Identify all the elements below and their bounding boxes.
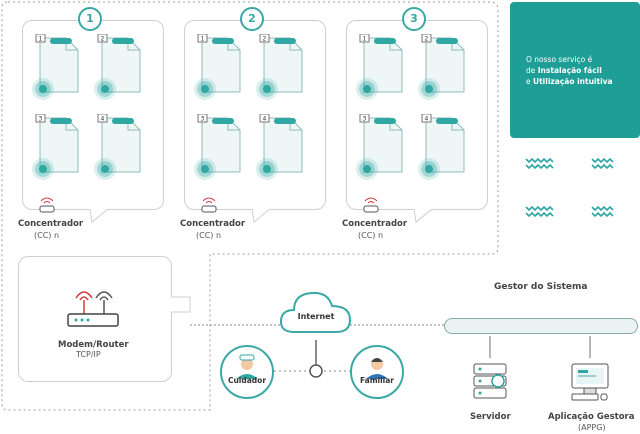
system-manager-title: Gestor do Sistema: [494, 282, 588, 292]
concentrator-label: Concentrador: [180, 219, 246, 229]
document-number: 4: [425, 116, 429, 123]
server-label: Servidor: [470, 412, 511, 422]
family-label: Familiar: [359, 376, 395, 385]
concentrator-label: Concentrador: [342, 219, 408, 229]
sensor-pulse-icon: [94, 158, 116, 180]
document-number: 3: [201, 116, 205, 123]
caregiver-label: Cuidador: [227, 376, 267, 385]
sensor-pulse-icon: [32, 158, 54, 180]
document-number: 3: [363, 116, 367, 123]
server-icon: [473, 363, 507, 399]
document-number: 1: [201, 36, 205, 43]
document-icon: 1: [35, 34, 79, 93]
concentrator-device-icon: [39, 197, 55, 213]
appg-label: Aplicação Gestora: [548, 412, 635, 422]
document-icon: 4: [97, 114, 141, 173]
sensor-pulse-icon: [194, 78, 216, 100]
family-avatar-icon: [366, 358, 388, 379]
document-number: 3: [39, 116, 43, 123]
internet-label: Internet: [297, 312, 335, 321]
document-number: 2: [425, 36, 429, 43]
concentrator-sublabel: (CC) n: [196, 231, 222, 240]
system-bus: [444, 318, 638, 334]
caregiver-node: Cuidador: [220, 345, 274, 399]
sensor-pulse-icon: [356, 78, 378, 100]
sensor-pulse-icon: [418, 158, 440, 180]
cloud-icon: [279, 291, 352, 333]
document-icon: 4: [421, 114, 465, 173]
concentrator-device-icon: [363, 197, 379, 213]
modem-router-icon: [67, 291, 119, 327]
sensor-pulse-icon: [194, 158, 216, 180]
document-icon: 3: [35, 114, 79, 173]
info-line-2: de Instalação fácil: [526, 66, 602, 75]
concentrator-device-icon: [201, 197, 217, 213]
group-number-badge: 1: [78, 7, 102, 31]
document-icon: 2: [97, 34, 141, 93]
sensor-pulse-icon: [32, 78, 54, 100]
decorative-zigzags: [525, 157, 614, 218]
sensor-pulse-icon: [94, 78, 116, 100]
document-number: 2: [263, 36, 267, 43]
document-icon: 2: [259, 34, 303, 93]
sensor-pulse-icon: [418, 78, 440, 100]
document-number: 2: [101, 36, 105, 43]
document-number: 1: [363, 36, 367, 43]
document-number: 4: [263, 116, 267, 123]
sensor-pulse-icon: [356, 158, 378, 180]
document-number: 4: [101, 116, 105, 123]
sensor-pulse-icon: [256, 158, 278, 180]
group-number-badge: 3: [402, 7, 426, 31]
info-line-1: O nosso serviço é: [526, 55, 593, 64]
document-icon: 1: [197, 34, 241, 93]
concentrator-sublabel: (CC) n: [358, 231, 384, 240]
family-node: Familiar: [350, 345, 404, 399]
info-line-3: e Utilização intuitiva: [526, 77, 613, 86]
document-number: 1: [39, 36, 43, 43]
modem-sublabel: TCP/IP: [76, 350, 101, 359]
nurse-avatar-icon: [236, 354, 258, 379]
desktop-computer-icon: [571, 363, 609, 401]
document-icon: 2: [421, 34, 465, 93]
appg-sublabel: (APPG): [578, 423, 606, 432]
sensor-pulse-icon: [256, 78, 278, 100]
concentrator-label: Concentrador: [18, 219, 84, 229]
modem-label: Modem/Router: [58, 340, 129, 350]
group-number-badge: 2: [240, 7, 264, 31]
concentrator-sublabel: (CC) n: [34, 231, 60, 240]
info-panel: O nosso serviço é de Instalação fácil e …: [510, 2, 640, 138]
